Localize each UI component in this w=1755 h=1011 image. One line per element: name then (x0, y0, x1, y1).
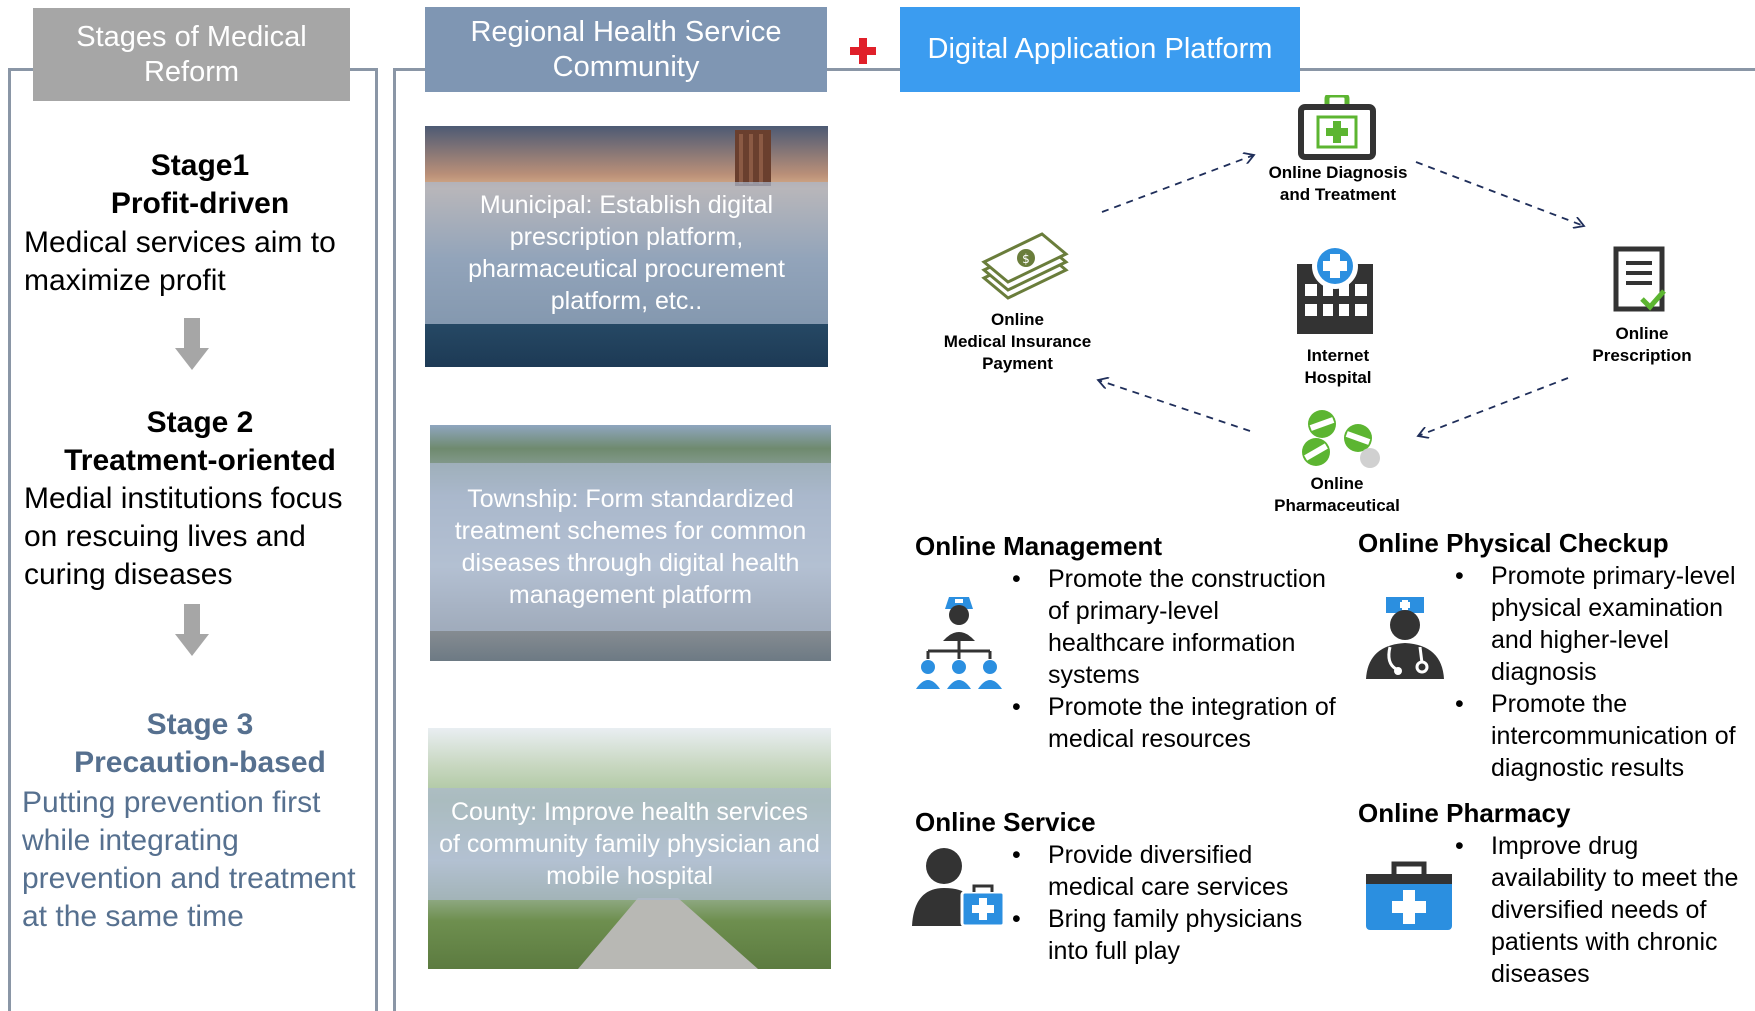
stages-header: Stages of Medical Reform (33, 8, 350, 101)
arrow-insurance-to-diagnosis (1101, 155, 1254, 213)
digital-header: Digital Application Platform (900, 7, 1300, 92)
regional-header-label: Regional Health Service Community (470, 15, 782, 83)
stage3-desc: Putting prevention first while integrati… (22, 786, 356, 933)
pharmacy-bullet: Improve drug availability to meet the di… (1455, 830, 1753, 990)
stage3-title: Stage 3 Precaution-based (20, 706, 380, 782)
checkup-title: Online Physical Checkup (1358, 528, 1669, 558)
hospital-label: Internet Hospital (1304, 346, 1372, 387)
hospital-building-icon (1297, 244, 1373, 334)
tower-image (735, 130, 771, 186)
township-overlay: Township: Form standardized treatment sc… (430, 463, 831, 631)
org-chart-icon (916, 597, 1002, 689)
stage1-title: Stage1 Profit-driven (20, 147, 380, 223)
diagnosis-label: Online Diagnosis and Treatment (1268, 163, 1408, 204)
township-photo: Township: Form standardized treatment sc… (430, 425, 831, 661)
checkup-bullets: Promote primary-level physical examinati… (1455, 560, 1753, 784)
prescription-icon (1613, 246, 1666, 312)
first-aid-kit-icon (1366, 861, 1452, 930)
arrow-prescription-to-pharmaceutical (1418, 377, 1569, 436)
municipal-photo: Municipal: Establish digital prescriptio… (425, 126, 828, 367)
pills-icon (1302, 410, 1380, 468)
checkup-bullet: Promote primary-level physical examinati… (1455, 560, 1753, 688)
service-bullet: Bring family physicians into full play (1012, 903, 1338, 967)
municipal-overlay: Municipal: Establish digital prescriptio… (425, 182, 828, 324)
stage2-number: Stage 2 (146, 406, 254, 439)
arrow-pharmaceutical-to-insurance (1098, 380, 1251, 432)
pharmaceutical-label: Online Pharmaceutical (1274, 474, 1400, 515)
pharmacy-title: Online Pharmacy (1358, 798, 1571, 828)
insurance-label-line1: Online (991, 310, 1044, 329)
insurance-label: Online Medical Insurance Payment (930, 309, 1105, 375)
stage1-desc: Medical services aim to maximize profit (24, 226, 336, 297)
management-bullet: Promote the construction of primary-leve… (1012, 563, 1338, 691)
medical-kit-icon (1298, 95, 1376, 160)
prescription-label: Online Prescription (1592, 324, 1692, 365)
doctor-icon (1366, 597, 1444, 679)
checkup-bullet: Promote the intercommunication of diagno… (1455, 688, 1753, 784)
management-bullets: Promote the construction of primary-leve… (1012, 563, 1338, 755)
down-arrow-icon (175, 604, 209, 656)
service-title: Online Service (915, 807, 1096, 837)
stage2-desc: Medial institutions focus on rescuing li… (24, 482, 343, 591)
pharmacy-bullets: Improve drug availability to meet the di… (1455, 830, 1753, 990)
service-bullets: Provide diversified medical care service… (1012, 839, 1338, 967)
arrow-diagnosis-to-prescription (1415, 161, 1584, 226)
svg-text:$: $ (1022, 252, 1030, 266)
stages-header-label: Stages of Medical Reform (76, 20, 307, 88)
municipal-text: Municipal: Establish digital prescriptio… (468, 191, 785, 315)
county-overlay: County: Improve health services of commu… (428, 788, 831, 900)
money-stack-icon: $ (981, 232, 1069, 300)
road-image (578, 898, 758, 969)
stage3-number: Stage 3 (146, 708, 254, 741)
insurance-label-line3: Payment (982, 354, 1053, 373)
management-bullet: Promote the integration of medical resou… (1012, 691, 1338, 755)
county-photo: County: Improve health services of commu… (428, 728, 831, 969)
down-arrow-icon (175, 318, 209, 370)
stage1-number: Stage1 (150, 149, 250, 182)
stage3-name: Precaution-based (74, 746, 326, 779)
red-plus-icon (850, 38, 876, 64)
stage1-name: Profit-driven (110, 187, 290, 220)
regional-header: Regional Health Service Community (425, 7, 827, 92)
county-text: County: Improve health services of commu… (439, 798, 820, 890)
management-title: Online Management (915, 531, 1163, 561)
cycle-arrows (1090, 140, 1710, 460)
service-bullet: Provide diversified medical care service… (1012, 839, 1338, 903)
insurance-label-line2: Medical Insurance (943, 332, 1092, 351)
stage2-title: Stage 2 Treatment-oriented (20, 404, 380, 480)
township-text: Township: Form standardized treatment sc… (454, 485, 807, 609)
patient-service-icon (912, 848, 1006, 928)
stage2-name: Treatment-oriented (64, 444, 336, 477)
digital-header-label: Digital Application Platform (927, 33, 1273, 65)
